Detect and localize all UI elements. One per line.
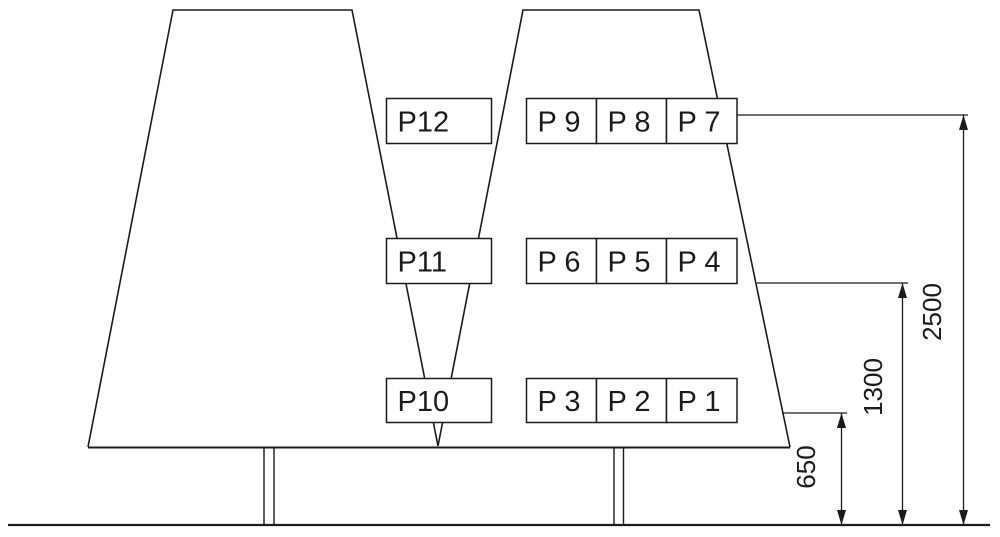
point-label-p7: P 7 [678, 107, 721, 139]
point-label-p10: P10 [398, 386, 450, 418]
label-box-p4 [665, 237, 738, 285]
label-box-p9 [525, 97, 598, 145]
dim-2500-arrow-down-icon [959, 510, 968, 525]
point-label-p1: P 1 [678, 386, 721, 418]
dim-650-arrow-down-icon [837, 510, 846, 525]
point-label-p5: P 5 [608, 247, 651, 279]
left-tower-point-labels: P12 P11 P10 [385, 97, 493, 424]
dimension-650: 650 [782, 412, 847, 525]
point-label-p8: P 8 [608, 107, 651, 139]
label-box-p1 [665, 377, 738, 424]
right-pylon-outline [437, 9, 791, 448]
label-box-p2 [595, 377, 668, 424]
dim-1300-arrow-down-icon [898, 510, 907, 525]
point-label-p3: P 3 [538, 386, 581, 418]
label-box-p8 [595, 97, 668, 145]
dim-1300-arrow-up-icon [898, 283, 907, 298]
right-tower-point-labels: P 9 P 8 P 7 P 6 P 5 P 4 P 3 P 2 P 1 [525, 97, 738, 424]
dim-1300-label: 1300 [858, 358, 888, 416]
point-label-p2: P 2 [608, 386, 651, 418]
dim-2500-label: 2500 [917, 283, 947, 341]
left-pier [263, 448, 275, 524]
left-pylon-outline [87, 9, 439, 448]
dim-2500-arrow-up-icon [959, 115, 968, 130]
point-label-p11: P11 [398, 247, 447, 279]
label-box-p7 [665, 97, 738, 145]
label-box-p12 [385, 97, 493, 145]
point-label-p12: P12 [398, 107, 450, 139]
point-label-p4: P 4 [678, 247, 721, 279]
right-pier [613, 448, 625, 524]
point-label-p6: P 6 [538, 247, 581, 279]
dim-650-label: 650 [791, 445, 821, 488]
dimension-1300: 1300 [757, 282, 908, 525]
label-box-p10 [385, 377, 493, 424]
label-box-p11 [385, 237, 493, 285]
dim-650-arrow-up-icon [837, 413, 846, 428]
point-label-p9: P 9 [538, 107, 581, 139]
dimension-2500: 2500 [737, 114, 968, 525]
